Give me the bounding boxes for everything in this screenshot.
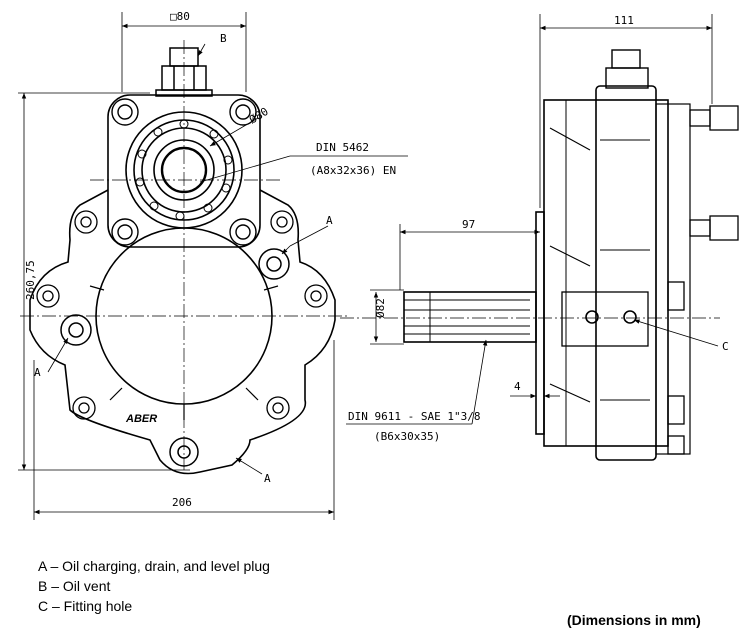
technical-drawing: ABER □80 B Ø80 DIN 5462 (A8x32x36) EN A … [18,10,739,520]
units-note: (Dimensions in mm) [567,612,701,628]
label-B: B [220,32,227,45]
side-view [340,49,739,461]
label-A-bottom: A [264,472,271,485]
legend-item-B: B – Oil vent [38,578,111,594]
front-dimensions [18,12,408,520]
gearbox-body [543,99,669,447]
spec-input-line2: (A8x32x36) EN [310,164,396,177]
label-A-left: A [34,366,41,379]
spec-output-line1: DIN 9611 - SAE 1"3/8 [348,410,480,423]
spec-output-line2: (B6x30x35) [374,430,440,443]
dim-width-front: 206 [172,496,192,509]
front-view [20,40,348,475]
dim-offset: 4 [514,380,521,393]
flange-bolts [111,98,257,246]
dim-shaft-length: 97 [462,218,475,231]
label-C: C [722,340,729,353]
legend-item-C: C – Fitting hole [38,598,133,614]
perimeter-bolts [36,210,328,420]
oil-plugs-A [60,248,290,467]
input-flange [107,94,261,248]
legend-item-A: A – Oil charging, drain, and level plug [38,558,270,574]
dim-width-side: 111 [614,14,634,27]
side-bolts [667,105,739,455]
dim-top-square: □80 [170,10,190,23]
housing-outline [29,189,336,475]
spec-input-line1: DIN 5462 [316,141,369,154]
oil-vent-B [155,47,213,97]
legend: A – Oil charging, drain, and level plug … [38,556,270,616]
dim-height: 260,75 [24,260,37,300]
bearing-balls [135,119,233,221]
label-A-right: A [326,214,333,227]
brand-logo: ABER [125,413,157,425]
dim-shaft-diameter: Ø82 [374,298,387,318]
side-dimensions [346,14,719,425]
